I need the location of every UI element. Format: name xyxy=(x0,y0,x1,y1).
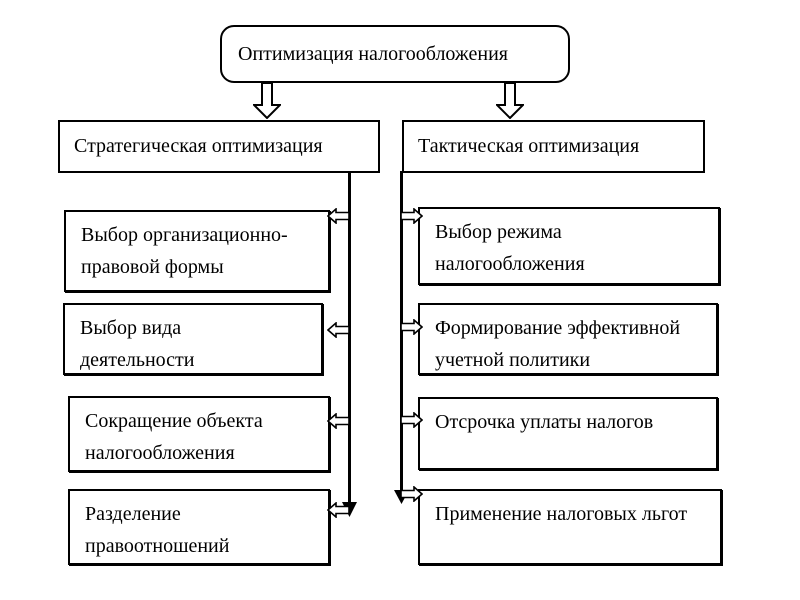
strategic-header-box: Стратегическая оптимизация xyxy=(58,120,380,173)
tactical-item-1-line1: Выбор режима xyxy=(435,221,562,243)
strategic-item-1-line1: Выбор организационно- xyxy=(81,224,288,246)
tactical-item-box-4: Применение налоговых льгот xyxy=(418,489,722,565)
strategic-item-2-line2: деятельности xyxy=(80,349,195,371)
strategic-item-2-arrow-icon xyxy=(327,322,350,338)
tactical-item-box-3: Отсрочка уплаты налогов xyxy=(418,397,718,470)
strategic-item-box-2: Выбор вида деятельности xyxy=(63,303,323,375)
strategic-header-label: Стратегическая оптимизация xyxy=(74,135,323,157)
strategic-item-3-line2: налогообложения xyxy=(85,442,235,464)
tactical-item-box-1: Выбор режима налогообложения xyxy=(418,207,720,285)
tactical-item-3-line1: Отсрочка уплаты налогов xyxy=(435,411,654,433)
root-to-tactical-block-arrow-icon xyxy=(496,82,524,119)
root-label: Оптимизация налогообложения xyxy=(238,43,508,65)
strategic-item-4-arrow-icon xyxy=(327,502,350,518)
tactical-item-3-arrow-icon xyxy=(400,412,423,428)
strategic-item-box-1: Выбор организационно- правовой формы xyxy=(64,210,330,292)
strategic-item-3-arrow-icon xyxy=(327,413,350,429)
tactical-item-2-arrow-icon xyxy=(400,319,423,335)
tactical-item-2-line1: Формирование эффективной xyxy=(435,317,681,339)
tactical-item-4-arrow-icon xyxy=(400,486,423,502)
strategic-item-4-line1: Разделение xyxy=(85,503,181,525)
strategic-item-box-4: Разделение правоотношений xyxy=(68,489,330,565)
tactical-item-2-line2: учетной политики xyxy=(435,349,591,371)
tactical-item-1-line2: налогообложения xyxy=(435,253,585,275)
tactical-header-box: Тактическая оптимизация xyxy=(402,120,705,173)
root-to-strategic-block-arrow-icon xyxy=(253,82,281,119)
strategic-item-box-3: Сокращение объекта налогообложения xyxy=(68,396,330,472)
tactical-item-box-2: Формирование эффективной учетной политик… xyxy=(418,303,718,375)
strategic-item-3-line1: Сокращение объекта xyxy=(85,410,263,432)
tactical-item-4-line1: Применение налоговых льгот xyxy=(435,503,688,525)
strategic-item-1-arrow-icon xyxy=(327,208,350,224)
tactical-header-label: Тактическая оптимизация xyxy=(418,135,640,157)
tactical-item-1-arrow-icon xyxy=(400,208,423,224)
strategic-item-4-line2: правоотношений xyxy=(85,535,230,557)
strategic-connector-line xyxy=(348,171,351,503)
root-box: Оптимизация налогообложения xyxy=(220,25,570,83)
strategic-item-1-line2: правовой формы xyxy=(81,256,224,278)
strategic-item-2-line1: Выбор вида xyxy=(80,317,182,339)
